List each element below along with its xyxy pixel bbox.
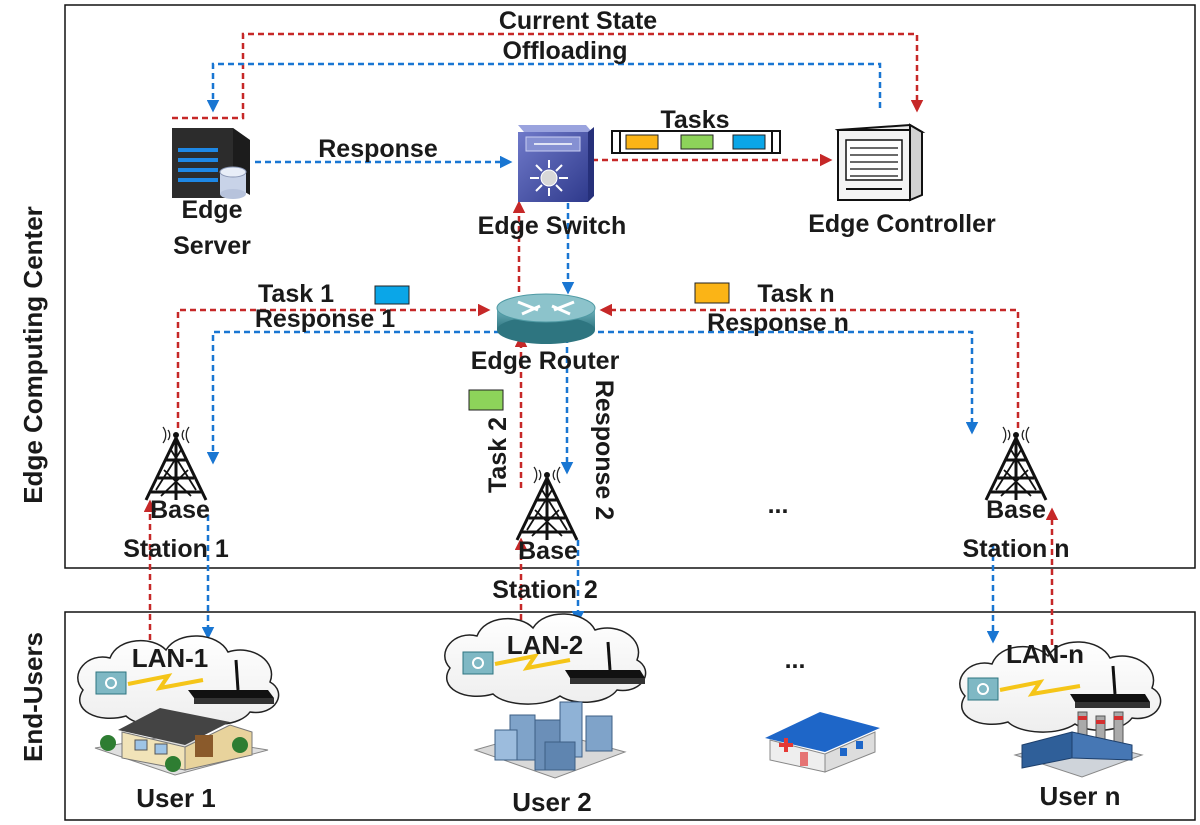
- offloading-label: Offloading: [503, 37, 628, 65]
- house-icon: [94, 708, 269, 776]
- edge-router-icon: [496, 293, 596, 344]
- lan-2-cloud: [444, 613, 647, 705]
- current-state-label: Current State: [499, 7, 657, 35]
- base-station-n-label-line1: Base: [986, 496, 1046, 524]
- edge-switch-icon: [518, 125, 594, 202]
- task-1-packet: [374, 285, 410, 305]
- queue-task-orange: [625, 134, 659, 150]
- response-1-arrow: [206, 330, 500, 465]
- user-2-label: User 2: [512, 787, 592, 817]
- response-label: Response: [318, 135, 438, 163]
- end-users-label: End-Users: [18, 632, 48, 762]
- task-2-label: Task 2: [484, 417, 512, 493]
- edge-router-label: Edge Router: [471, 347, 620, 375]
- edge-switch-label: Edge Switch: [478, 212, 627, 240]
- current-state-arrow: [172, 32, 924, 120]
- edge-controller-label: Edge Controller: [808, 210, 996, 238]
- lan-n-cloud: [959, 641, 1162, 733]
- queue-task-green: [680, 134, 714, 150]
- task-queue: [611, 130, 781, 154]
- hospital-icon: [765, 712, 880, 773]
- queue-task-blue: [732, 134, 766, 150]
- lan-n-label: LAN-n: [1006, 639, 1084, 669]
- response-2-label: Response 2: [590, 380, 618, 520]
- tasks-label: Tasks: [660, 106, 729, 134]
- lan-1-label: LAN-1: [132, 643, 209, 673]
- response-1-label: Response 1: [255, 305, 395, 333]
- task-n-packet: [694, 282, 730, 304]
- edge-server-icon: [172, 128, 250, 199]
- lan-1-cloud: [77, 635, 280, 727]
- base-station-2-label-line1: Base: [518, 537, 578, 565]
- base-station-2-label-line2: Station 2: [492, 576, 598, 604]
- factory-icon: [1013, 711, 1144, 778]
- base-station-1-label-line2: Station 1: [123, 535, 229, 563]
- base-station-n-icon: [984, 426, 1048, 501]
- user-1-label: User 1: [136, 783, 216, 813]
- task-1-label: Task 1: [258, 280, 334, 308]
- base-station-1-icon: [144, 426, 208, 501]
- edge-computing-center-label: Edge Computing Center: [18, 206, 48, 504]
- edge-server-label-line2: Server: [173, 232, 251, 260]
- ellipsis-users: ...: [785, 646, 806, 674]
- task-1-arrow: [176, 303, 491, 428]
- task-2-packet: [468, 389, 504, 411]
- user-n-label: User n: [1040, 781, 1121, 811]
- base-station-2-icon: [515, 466, 579, 541]
- response-n-label: Response n: [707, 309, 849, 337]
- response-n-arrow: [598, 330, 979, 435]
- base-station-n-label-line2: Station n: [963, 535, 1070, 563]
- lan-2-label: LAN-2: [507, 630, 584, 660]
- ellipsis-base-stations: ...: [768, 491, 789, 519]
- city-buildings-icon: [473, 701, 627, 779]
- base-station-1-label-line1: Base: [150, 496, 210, 524]
- task-n-arrow: [599, 303, 1020, 428]
- end-users-frame: [64, 611, 1196, 821]
- edge-computing-center-frame: [64, 4, 1196, 569]
- edge-controller-icon: [834, 123, 926, 202]
- offloading-arrow: [206, 62, 882, 113]
- task-n-label: Task n: [757, 280, 834, 308]
- edge-server-label-line1: Edge: [181, 196, 242, 224]
